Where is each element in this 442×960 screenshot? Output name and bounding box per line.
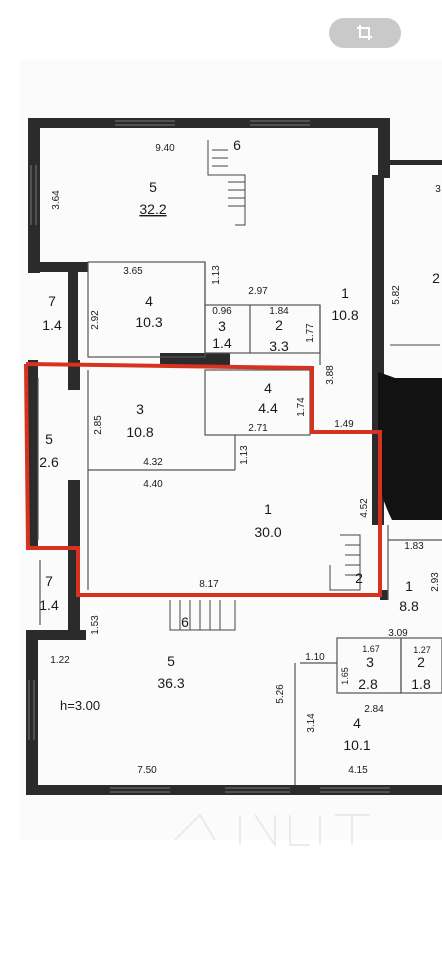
- dimension: 3.14: [306, 713, 317, 733]
- windows: [28, 120, 390, 793]
- room-number: 4: [353, 715, 361, 731]
- crop-button[interactable]: [329, 18, 401, 48]
- room-number: 3: [136, 401, 144, 417]
- stair-number: 6: [181, 614, 189, 630]
- room-labels-highlight: 3 10.8 4 4.4 5 2.6 1 30.0: [39, 380, 282, 540]
- dimension: 1.67: [362, 644, 380, 654]
- dimension: 2.85: [93, 415, 104, 435]
- dimension: 3.09: [388, 628, 408, 639]
- room-number: 7: [48, 293, 56, 309]
- room-labels-upper: 5 32.2 4 10.3 7 1.4 3 1.4 2 3.3 1 10.8 2: [42, 179, 440, 354]
- room-area: 1.4: [42, 317, 62, 333]
- room-labels-lower: 7 1.4 1 8.8 5 36.3 3 2.8 2 1.8 4 10.1: [39, 573, 431, 753]
- room-area: 10.8: [126, 424, 153, 440]
- room-area: 30.0: [254, 524, 281, 540]
- room-number: 5: [45, 431, 53, 447]
- dimension: 5.82: [391, 285, 402, 305]
- room-number: 4: [264, 380, 272, 396]
- dimension: 1.74: [296, 397, 307, 417]
- dimension: 4.52: [359, 498, 370, 518]
- dimension: 9.40: [155, 143, 175, 154]
- room-number: 1: [341, 285, 349, 301]
- redaction-block: [378, 372, 442, 520]
- room-area: 36.3: [157, 675, 184, 691]
- dimension: 3: [435, 184, 441, 195]
- room-number: 5: [167, 653, 175, 669]
- dimension: 3.65: [123, 266, 143, 277]
- dimension: 1.49: [334, 419, 354, 430]
- room-area: 4.4: [258, 400, 278, 416]
- dimension: 1.83: [404, 541, 424, 552]
- dimension: 1.84: [269, 306, 289, 317]
- dimension: 1.13: [211, 265, 222, 285]
- room-area: 1.4: [212, 335, 232, 351]
- room-area: 1.4: [39, 597, 59, 613]
- highlighted-unit-outline: [24, 362, 382, 597]
- dimension: 2.93: [430, 572, 441, 592]
- room-number: 5: [149, 179, 157, 195]
- room-number: 3: [366, 654, 374, 670]
- room-number: 2: [275, 317, 283, 333]
- room-number: 7: [45, 573, 53, 589]
- room-area: 10.8: [331, 307, 358, 323]
- dimension: 3.64: [51, 190, 62, 210]
- dimension: 1.27: [413, 645, 431, 655]
- dimension: 1.13: [239, 445, 250, 465]
- dimension: 1.53: [90, 615, 101, 635]
- dimension: 8.17: [199, 579, 219, 590]
- stairs: [169, 140, 440, 631]
- dimension: 2.71: [248, 423, 268, 434]
- room-area: 32.2: [139, 201, 166, 217]
- dimension: 5.26: [275, 684, 286, 704]
- room-area: 8.8: [399, 598, 419, 614]
- dimension: 4.32: [143, 457, 163, 468]
- crop-rotate-icon: [357, 25, 372, 40]
- stair-number: 6: [233, 137, 241, 153]
- room-number: 3: [218, 318, 226, 334]
- dimension: 4.40: [143, 479, 163, 490]
- dimension: 7.50: [137, 765, 157, 776]
- stair-labels: 6 2 6: [181, 137, 363, 630]
- dimension: 3.88: [325, 365, 336, 385]
- dimension: 2.84: [364, 704, 384, 715]
- dimension: 1.77: [305, 323, 316, 343]
- room-number: 4: [145, 293, 153, 309]
- dimension: 1.10: [305, 652, 325, 663]
- dimension: 2.97: [248, 286, 268, 297]
- stair-number: 2: [355, 570, 363, 586]
- dimension: 1.22: [50, 655, 70, 666]
- dimension: 1.65: [340, 667, 350, 685]
- room-number: 1: [264, 501, 272, 517]
- room-number: 2: [417, 654, 425, 670]
- dimension: 2.92: [90, 310, 101, 330]
- dimensions-horizontal: 9.40 3.65 2.97 0.96 1.84 3 2.71 1.49 4.3…: [50, 143, 441, 776]
- dimension: 0.96: [212, 306, 232, 317]
- room-area: 3.3: [269, 338, 289, 354]
- room-area: 10.1: [343, 737, 370, 753]
- dimension: 4.15: [348, 765, 368, 776]
- room-number: 1: [405, 578, 413, 594]
- room-area: 1.8: [411, 676, 431, 692]
- dimensions-vertical: 3.64 1.13 1.77 5.82 2.92 3.88 1.74 2.85 …: [51, 190, 441, 733]
- room-area: 2.8: [358, 676, 378, 692]
- room-area: 2.6: [39, 454, 59, 470]
- room-number: 2: [432, 270, 440, 286]
- room-area: 10.3: [135, 314, 162, 330]
- ceiling-height-note: h=3.00: [60, 698, 100, 713]
- watermark: [174, 813, 370, 848]
